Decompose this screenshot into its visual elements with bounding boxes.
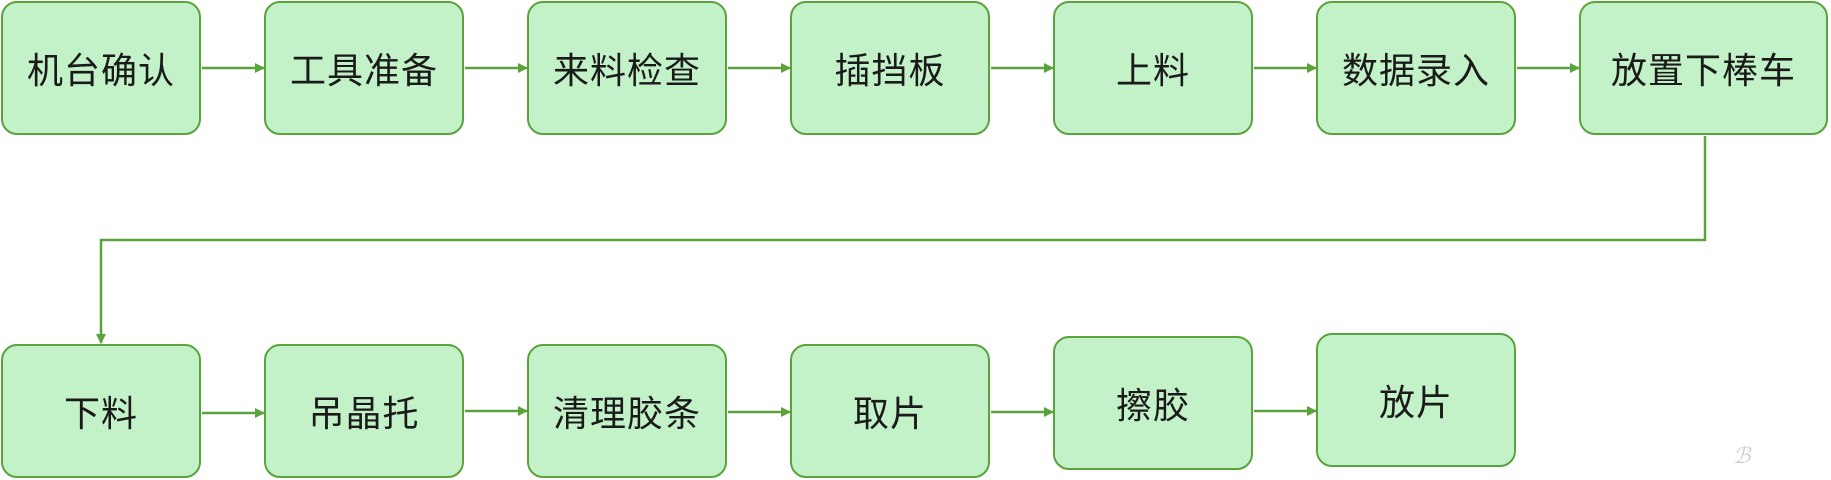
step-box: 清理胶条 — [527, 344, 727, 478]
step-box: 上料 — [1053, 1, 1253, 135]
watermark-logo: ℬ — [1733, 444, 1751, 469]
step-box: 取片 — [790, 344, 990, 478]
step-box: 下料 — [1, 344, 201, 478]
step-box: 机台确认 — [1, 1, 201, 135]
step-box: 插挡板 — [790, 1, 990, 135]
step-box: 放置下棒车 — [1579, 1, 1828, 135]
step-box: 吊晶托 — [264, 344, 464, 478]
arrow-7-8 — [96, 136, 1707, 344]
step-box: 来料检查 — [527, 1, 727, 135]
step-box: 工具准备 — [264, 1, 464, 135]
step-box: 数据录入 — [1316, 1, 1516, 135]
step-box: 擦胶 — [1053, 336, 1253, 470]
step-box: 放片 — [1316, 333, 1516, 467]
